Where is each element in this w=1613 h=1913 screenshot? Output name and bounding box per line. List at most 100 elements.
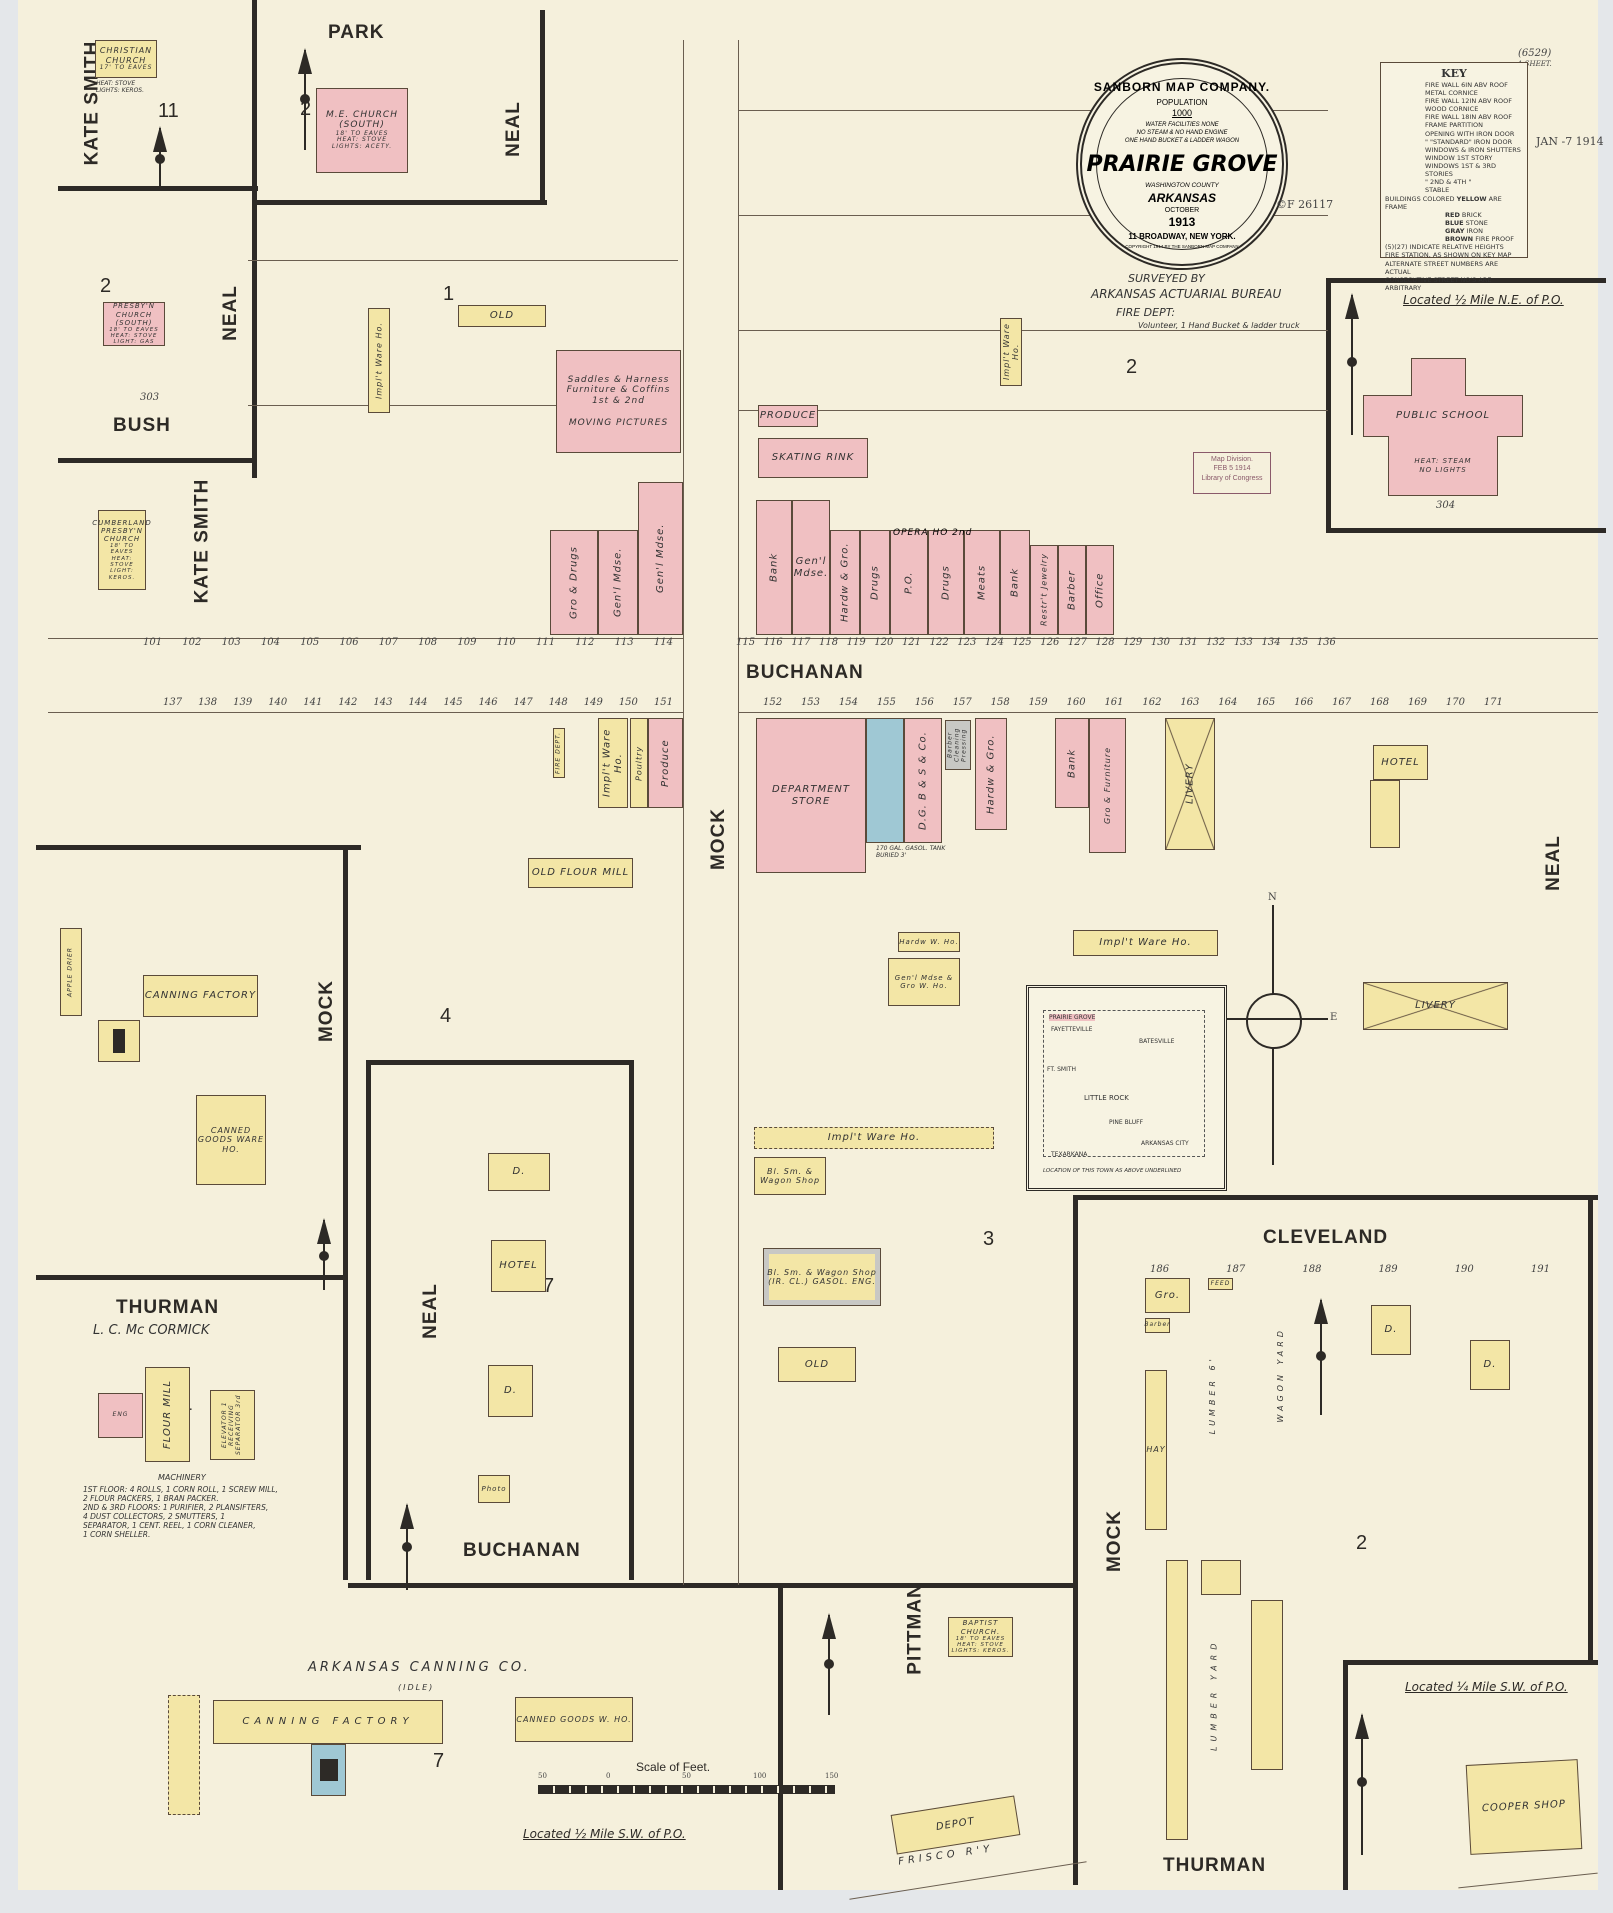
year: 1913 — [1168, 215, 1196, 229]
block-line — [58, 186, 258, 191]
address: 110 — [496, 637, 516, 648]
idle-label: (IDLE) — [398, 1683, 435, 1692]
north-arrow-icon — [317, 1218, 331, 1290]
photo-studio: Photo — [478, 1475, 510, 1503]
engine-house: ENG — [98, 1393, 143, 1438]
north-arrow-icon — [400, 1503, 414, 1590]
lumber-label: LUMBER 6' — [1207, 1355, 1217, 1435]
livery-stable: LIVERY — [1165, 718, 1215, 850]
block-line — [1326, 278, 1606, 283]
bank: Bank — [1055, 718, 1089, 808]
address: 153 — [800, 697, 821, 708]
address: 104 — [260, 637, 280, 648]
canning-location-note: Located ½ Mile S.W. of P.O. — [523, 1827, 686, 1841]
address: 160 — [1066, 697, 1086, 708]
north-arrow-icon — [298, 48, 312, 150]
lot-line — [738, 110, 1328, 111]
north-arrow-icon — [1345, 293, 1359, 435]
lot-line — [683, 40, 684, 1585]
street-park: PARK — [328, 22, 385, 43]
depot: DEPOT — [890, 1795, 1021, 1855]
address: 167 — [1332, 697, 1352, 708]
block-number: 4 — [440, 1005, 452, 1027]
address: 114 — [653, 637, 673, 648]
canned-goods-warehouse: CANNED GOODS WARE HO. — [196, 1095, 266, 1185]
address: 142 — [338, 697, 358, 708]
address: 107 — [378, 637, 398, 648]
state: ARKANSAS — [1147, 191, 1216, 205]
key-item: WINDOWS 1ST & 3RD STORIES — [1425, 162, 1497, 179]
address: 133 — [1233, 637, 1253, 648]
address: 136 — [1316, 637, 1336, 648]
stamp-line: Library of Congress — [1201, 474, 1263, 482]
restaurant-jewelry: Restr't Jewelry — [1030, 545, 1058, 635]
inset-town: TEXARKANA — [1051, 1151, 1088, 1158]
address: 188 — [1302, 1264, 1322, 1275]
address: 150 — [618, 697, 638, 708]
address: 165 — [1256, 697, 1276, 708]
bank: Bank — [756, 500, 792, 635]
block-number: 2 — [100, 275, 112, 297]
north-arrow-icon — [1314, 1298, 1328, 1415]
address: 103 — [221, 637, 241, 648]
address: 117 — [791, 637, 811, 648]
scale-title: Scale of Feet. — [636, 1760, 711, 1774]
street-neal-south: NEAL — [419, 1283, 441, 1339]
dry-goods: D.G. B & S & Co. — [904, 718, 942, 843]
block-number: 2 — [1126, 356, 1138, 378]
lot-line — [738, 215, 1328, 216]
scale-tick: 150 — [825, 1772, 839, 1780]
presbyterian-church: PRESBY'N CHURCH(SOUTH)18' TO EAVES HEAT:… — [103, 302, 165, 346]
key-consec-numbers: CONSECUTIVE STREET NO'S ARE ARBITRARY — [1385, 275, 1492, 292]
arkansas-canning-label: ARKANSAS CANNING CO. — [308, 1660, 531, 1675]
address: 159 — [1028, 697, 1048, 708]
block-line — [1073, 1195, 1078, 1885]
received-date: JAN -7 1914 — [1536, 135, 1604, 148]
lumber-yard-label: LUMBER YARD — [1209, 1638, 1219, 1751]
stamp-line: FEB 5 1914 — [1213, 465, 1251, 473]
general-mdse: Gen'l Mdse. — [792, 500, 830, 635]
street-mock-south: MOCK — [1104, 1509, 1126, 1573]
dwelling: D. — [1371, 1305, 1411, 1355]
address: 155 — [876, 697, 896, 708]
address: 121 — [901, 637, 922, 648]
boiler-house — [311, 1744, 346, 1796]
stone-building — [866, 718, 904, 843]
street-pittman: PITTMAN — [904, 1583, 926, 1675]
population-label: POPULATION — [1156, 98, 1208, 107]
block-line — [36, 1275, 346, 1280]
post-office: P.O. — [890, 530, 928, 635]
address: 148 — [548, 697, 568, 708]
produce: Produce — [648, 718, 683, 808]
dwelling: D. — [1470, 1340, 1510, 1390]
long-shed — [1251, 1600, 1283, 1770]
impl-ware-house: Impl't Ware Ho. — [1073, 930, 1218, 956]
address: 137 — [163, 697, 183, 708]
inset-location-map: PRAIRIE GROVE FAYETTEVILLE BATESVILLE FT… — [1026, 985, 1227, 1191]
company-name: SANBORN MAP COMPANY. — [1093, 80, 1271, 94]
sheet-number: (6529) — [1518, 48, 1552, 59]
street-thurman-west: THURMAN — [116, 1297, 220, 1318]
address: 191 — [1530, 1264, 1550, 1275]
hotel: HOTEL — [1373, 745, 1428, 780]
block-number: 2 — [1356, 1532, 1368, 1554]
street-cleveland: CLEVELAND — [1263, 1227, 1389, 1248]
street-neal-east: NEAL — [1542, 835, 1564, 891]
address: 126 — [1040, 637, 1060, 648]
inset-town: FT. SMITH — [1047, 1066, 1077, 1073]
christian-church-notes: HEAT: STOVE LIGHTS: KEROS. — [96, 80, 145, 95]
address: 132 — [1206, 637, 1226, 648]
wagon-yard-label: WAGON YARD — [1275, 1327, 1285, 1423]
apple-drier: APPLE DRIER — [60, 928, 82, 1016]
inset-caption: LOCATION OF THIS TOWN AS ABOVE UNDERLINE… — [1043, 1168, 1182, 1174]
street-neal-west: NEAL — [219, 285, 241, 341]
north-arrow-icon — [1355, 1713, 1369, 1855]
address-row-cleveland: 186 187 188 189 190 191 — [1150, 1264, 1550, 1275]
gasoline-tank-note: 170 GAL. GASOL. TANK BURIED 3' — [876, 845, 946, 860]
address: 113 — [614, 637, 634, 648]
address: 303 — [140, 392, 160, 403]
key-item: " "STANDARD" IRON DOOR — [1425, 137, 1513, 146]
water-facilities: WATER FACILITIES NONE — [1145, 122, 1219, 128]
block-number: 3 — [983, 1228, 995, 1250]
